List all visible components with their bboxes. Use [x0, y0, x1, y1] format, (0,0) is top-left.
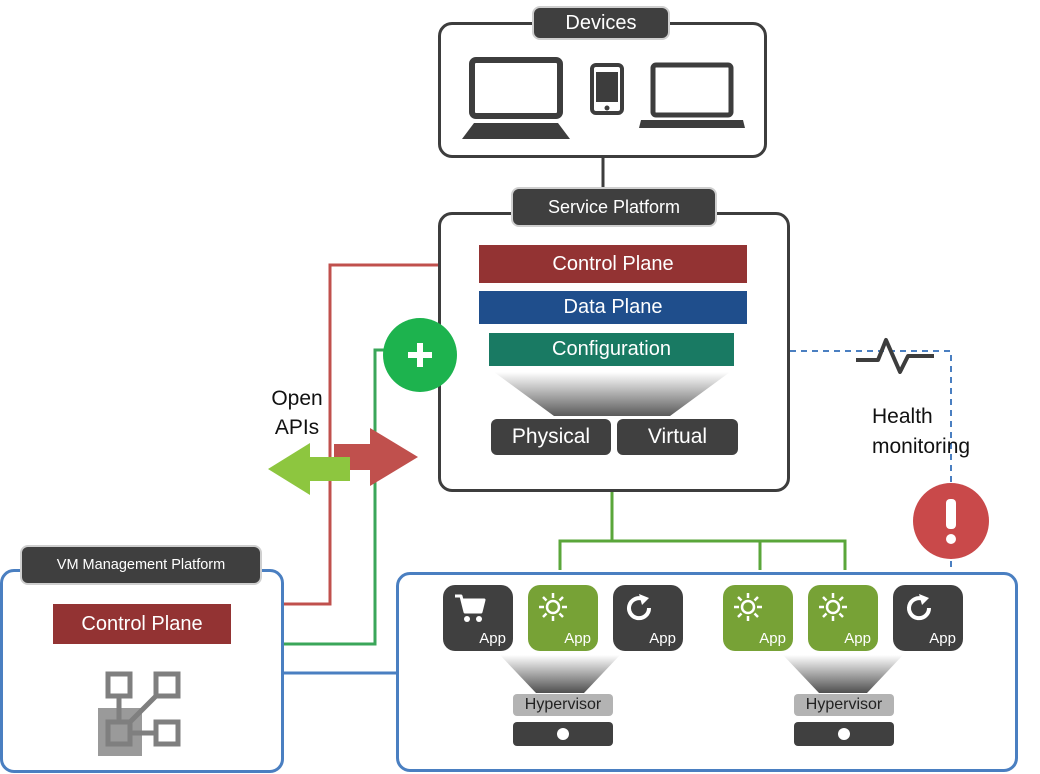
app-cart[interactable]: App — [443, 585, 513, 651]
health-line1: Health — [872, 405, 933, 428]
control-plane-link — [282, 263, 479, 606]
hypervisor-label: Hypervisor — [794, 694, 894, 716]
open-apis-line1: Open — [271, 387, 323, 410]
heartbeat-icon — [856, 338, 934, 374]
app-label: App — [929, 630, 956, 647]
data-plane-bar: Data Plane — [479, 291, 747, 324]
sun-icon — [734, 593, 762, 621]
open-apis-line2: APIs — [274, 416, 320, 439]
health-monitoring-link — [790, 350, 952, 498]
hypervisor-funnel-2 — [783, 655, 903, 693]
arrow-right-icon — [334, 428, 418, 486]
app-sun[interactable]: App — [723, 585, 793, 651]
app-tree-link — [558, 539, 847, 570]
app-sun[interactable]: App — [528, 585, 598, 651]
app-label: App — [479, 630, 506, 647]
configuration-bar: Configuration — [489, 333, 734, 366]
app-label: App — [649, 630, 676, 647]
network-topology-icon — [98, 671, 181, 756]
hypervisor-funnel-1 — [500, 655, 620, 693]
server-icon — [794, 722, 894, 746]
sun-icon — [819, 593, 847, 621]
server-icon — [513, 722, 613, 746]
vm-control-plane-bar: Control Plane — [53, 604, 231, 644]
app-label: App — [564, 630, 591, 647]
phone-icon — [590, 63, 624, 115]
service-platform-title: Service Platform — [511, 187, 717, 227]
control-plane-bar: Control Plane — [479, 245, 747, 283]
virtual-label: Virtual — [617, 419, 738, 455]
hypervisor-label: Hypervisor — [513, 694, 613, 716]
refresh-icon — [627, 594, 652, 621]
app-sun[interactable]: App — [808, 585, 878, 651]
plus-icon — [383, 318, 457, 392]
laptop-icon — [639, 62, 745, 128]
physical-label: Physical — [491, 419, 611, 455]
app-refresh[interactable]: App — [613, 585, 683, 651]
alert-icon — [913, 483, 989, 559]
app-label: App — [759, 630, 786, 647]
cart-icon — [455, 594, 486, 622]
funnel-shape — [494, 372, 730, 416]
app-refresh[interactable]: App — [893, 585, 963, 651]
sun-icon — [539, 593, 567, 621]
desktop-icon — [462, 57, 570, 139]
health-line2: monitoring — [872, 435, 971, 458]
arrow-left-icon — [268, 443, 350, 495]
refresh-icon — [907, 594, 932, 621]
devices-title: Devices — [532, 6, 670, 40]
app-label: App — [844, 630, 871, 647]
vm-management-title: VM Management Platform — [20, 545, 262, 585]
